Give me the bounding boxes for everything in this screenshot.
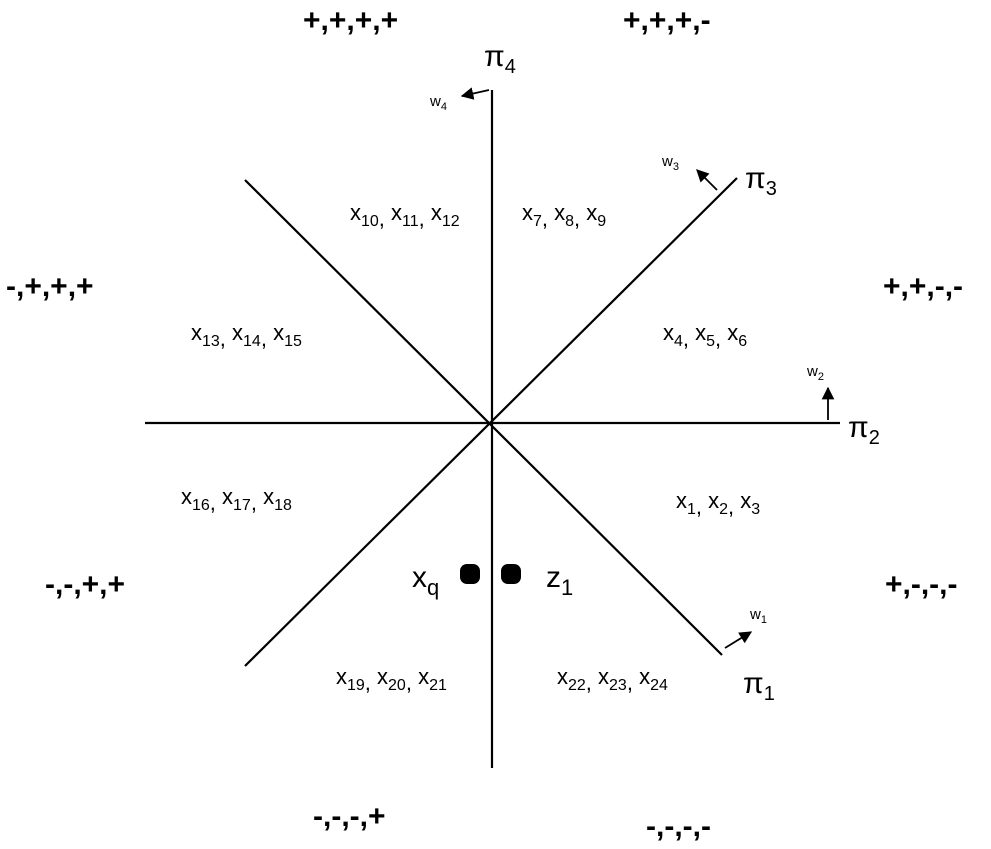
neighbor-point-label: z1: [546, 561, 573, 600]
normal-label-w4: w4: [429, 93, 447, 113]
sign-pattern-lower-left: -,-,+,+: [45, 568, 125, 601]
sign-pattern-upper-left: -,+,+,+: [6, 270, 94, 303]
region-label-x4-x6: x4, x5, x6: [663, 320, 747, 351]
sign-pattern-bottom-right: -,-,-,-: [646, 810, 711, 843]
hyperplane-label-pi2: π2: [848, 411, 880, 449]
normal-arrow-w1: [724, 631, 753, 649]
sign-pattern-top-right: +,+,+,-: [623, 4, 711, 37]
sign-pattern-lower-right: +,-,-,-: [885, 568, 958, 601]
hyperplane-label-pi4: π4: [484, 40, 516, 78]
hyperplane-label-pi3: π3: [745, 162, 777, 200]
normal-label-w2: w2: [806, 363, 824, 383]
hyperplane-line-1: [244, 179, 723, 656]
normal-arrow-w4: [460, 87, 490, 100]
hyperplane-label-pi1: π1: [743, 667, 775, 705]
region-label-x19-x21: x19, x20, x21: [336, 664, 447, 695]
region-label-x22-x24: x22, x23, x24: [557, 664, 668, 695]
region-label-x13-x15: x13, x14, x15: [191, 320, 302, 351]
sign-pattern-bottom-left: -,-,-,+: [313, 800, 386, 833]
neighbor-point-marker: [501, 564, 521, 584]
query-point-marker: [460, 564, 480, 584]
normal-label-w3: w3: [661, 153, 679, 173]
region-label-x10-x12: x10, x11, x12: [350, 200, 460, 231]
sign-pattern-upper-right: +,+,-,-: [883, 270, 963, 303]
query-point-label: xq: [412, 561, 439, 600]
normal-label-w1: w1: [749, 606, 767, 626]
sign-pattern-top-left: +,+,+,+: [303, 4, 398, 37]
normal-arrow-w3: [696, 169, 718, 191]
region-label-x7-x9: x7, x8, x9: [522, 200, 606, 231]
region-label-x16-x18: x16, x17, x18: [181, 484, 292, 515]
region-label-x1-x3: x1, x2, x3: [676, 488, 760, 519]
